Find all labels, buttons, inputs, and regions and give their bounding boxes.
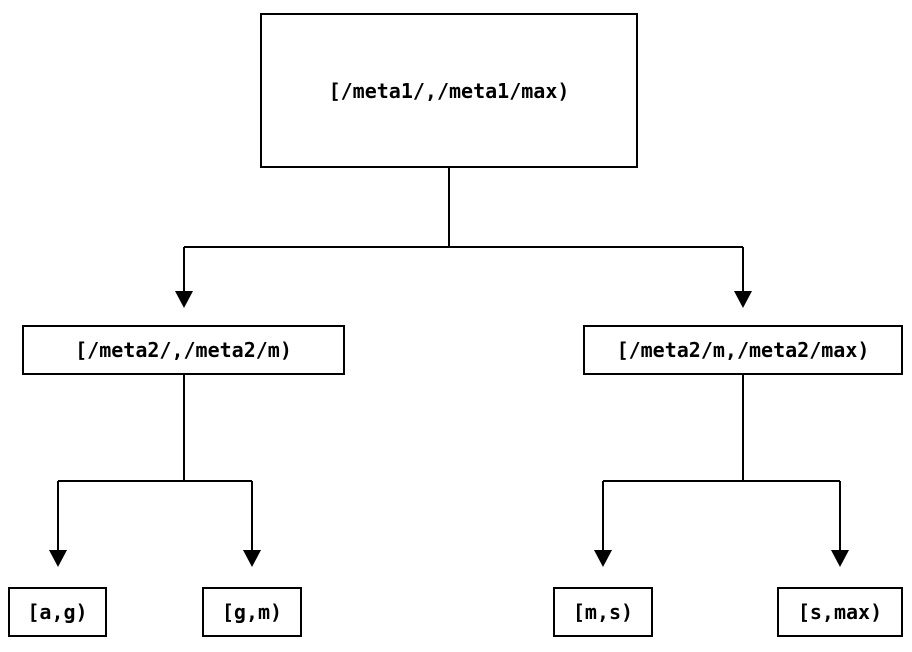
edge-meta2low-to-children [57, 375, 253, 550]
node-label: [g,m) [221, 600, 283, 624]
edge-root-to-children [183, 168, 744, 291]
edge-arrowheads [49, 291, 849, 567]
arrowhead-down-icon [831, 550, 849, 567]
node-leaf-s-max: [s,max) [777, 587, 903, 637]
edge-lines [57, 168, 841, 550]
node-meta2-low-interval: [/meta2/,/meta2/m) [22, 325, 345, 375]
node-label: [/meta1/,/meta1/max) [328, 78, 570, 103]
arrowhead-down-icon [594, 550, 612, 567]
edge-meta2high-to-children [602, 375, 841, 550]
node-label: [/meta2/,/meta2/m) [75, 338, 292, 362]
node-leaf-a-g: [a,g) [8, 587, 107, 637]
node-label: [/meta2/m,/meta2/max) [616, 338, 870, 362]
node-leaf-m-s: [m,s) [553, 587, 653, 637]
arrowhead-down-icon [49, 550, 67, 567]
node-label: [s,max) [797, 600, 883, 624]
node-root-interval: [/meta1/,/meta1/max) [260, 13, 638, 168]
arrowhead-down-icon [175, 291, 193, 308]
arrowhead-down-icon [243, 550, 261, 567]
node-label: [m,s) [572, 600, 634, 624]
arrowhead-down-icon [734, 291, 752, 308]
node-leaf-g-m: [g,m) [202, 587, 302, 637]
node-label: [a,g) [27, 600, 88, 624]
node-meta2-high-interval: [/meta2/m,/meta2/max) [583, 325, 903, 375]
